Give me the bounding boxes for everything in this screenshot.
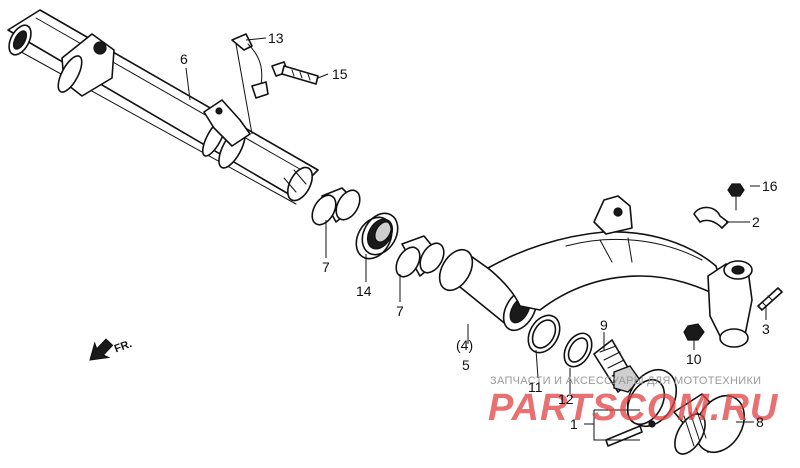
callout-2: 2 — [752, 214, 760, 230]
part-14-bearing — [355, 212, 399, 260]
front-direction-indicator: FR. — [89, 338, 134, 361]
callout-8: 8 — [756, 414, 764, 430]
part-11-circlip — [527, 314, 561, 354]
part-1-cap — [605, 368, 678, 447]
watermark-brand: PARTSCOM.RU — [488, 387, 779, 429]
part-15-bolt — [271, 61, 319, 85]
part-13-bracket-clip — [231, 33, 269, 99]
callout-1: 1 — [570, 416, 578, 432]
part-12-circlip — [563, 332, 593, 368]
callout-16: 16 — [762, 178, 778, 194]
callout-6: 6 — [180, 51, 188, 67]
swingarm-body — [487, 195, 753, 348]
watermark: ЗАПЧАСТИ И АКСЕССУАРЫ ДЛЯ МОТОТЕХНИКИ PA… — [488, 375, 779, 429]
part-7-bushing-lower — [395, 235, 445, 278]
callout-13: 13 — [268, 30, 284, 46]
part-3-bolt — [757, 287, 783, 311]
leader-lines — [185, 37, 767, 441]
part-2-clamp — [693, 206, 729, 229]
callout-5: 5 — [462, 357, 470, 373]
callout-7-upper: 7 — [322, 259, 330, 275]
callout-labels: 6 13 15 7 14 7 (4) 5 11 12 9 16 2 3 10 8… — [180, 30, 778, 432]
callout-12: 12 — [558, 391, 574, 407]
front-direction-label: FR. — [113, 338, 134, 355]
callout-3: 3 — [762, 321, 770, 337]
part-16-bolt — [727, 183, 745, 211]
callout-11: 11 — [528, 379, 543, 395]
callout-14: 14 — [356, 283, 372, 299]
part-6-swingarm-tube — [7, 9, 319, 205]
callout-9: 9 — [600, 317, 608, 333]
part-10-nut — [683, 323, 705, 341]
callout-15: 15 — [332, 66, 348, 82]
callout-4: (4) — [456, 337, 473, 353]
callout-7-lower: 7 — [396, 303, 404, 319]
part-8-knurled-cap — [673, 393, 746, 455]
watermark-caption: ЗАПЧАСТИ И АКСЕССУАРЫ ДЛЯ МОТОТЕХНИКИ — [490, 375, 761, 387]
callout-10: 10 — [686, 351, 702, 367]
part-5-pivot-tube — [438, 248, 538, 332]
part-7-bushing-upper — [311, 187, 361, 226]
